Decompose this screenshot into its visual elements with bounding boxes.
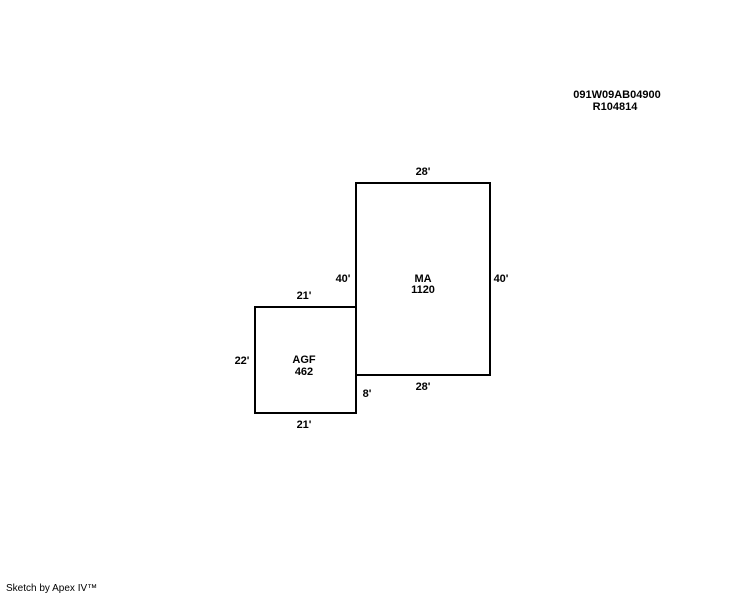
area-ma-outline: [355, 182, 491, 376]
agf-dim-right: 8': [363, 388, 372, 400]
ma-dim-left: 40': [336, 273, 351, 285]
agf-dim-top: 21': [297, 290, 312, 302]
agf-dim-left: 22': [235, 355, 250, 367]
area-ma-size: 1120: [411, 284, 435, 296]
area-agf-size: 462: [295, 366, 313, 378]
ma-dim-top: 28': [416, 166, 431, 178]
area-agf-code: AGF: [292, 354, 316, 366]
ma-dim-bottom: 28': [416, 381, 431, 393]
account-number: R104814: [593, 101, 639, 113]
sketch-credit: Sketch by Apex IV™: [6, 583, 98, 594]
ma-dim-right: 40': [494, 273, 509, 285]
agf-dim-bottom: 21': [297, 419, 312, 431]
area-agf-outline: [254, 306, 357, 414]
parcel-id: 091W09AB04900: [573, 89, 660, 101]
area-ma-code: MA: [414, 273, 431, 285]
